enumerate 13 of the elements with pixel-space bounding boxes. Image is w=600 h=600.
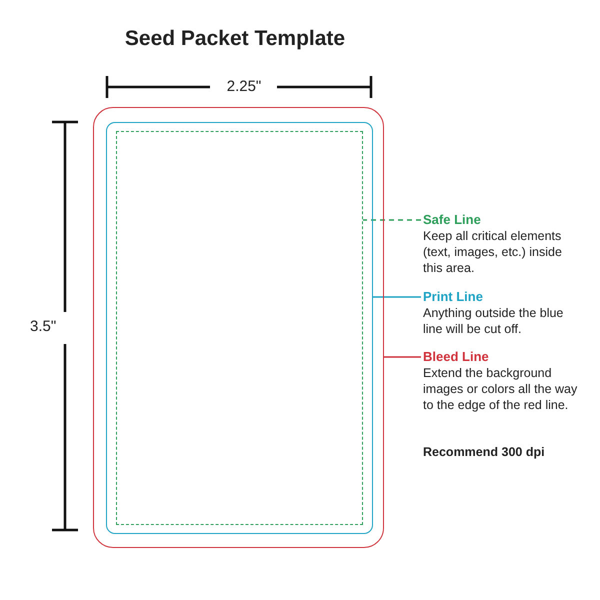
leader-line (373, 296, 421, 298)
dimension-label: 3.5" (30, 318, 58, 336)
line-heading: Bleed Line (423, 349, 490, 365)
line-description: Anything outside the blue line will be cut off. (423, 305, 564, 337)
line-heading: Safe Line (423, 212, 482, 228)
leader-line (384, 356, 421, 358)
line-heading: Print Line (423, 289, 484, 305)
leader-line (363, 219, 421, 221)
line-description: Extend the background images or colors all the way to the edge of the red line. (423, 365, 578, 413)
note: Recommend 300 dpi (423, 444, 546, 461)
title: Seed Packet Template (124, 27, 346, 51)
dimension-label: 2.25" (226, 78, 262, 96)
line-description: Keep all critical elements (text, images, etc.) inside this area. (423, 228, 563, 276)
